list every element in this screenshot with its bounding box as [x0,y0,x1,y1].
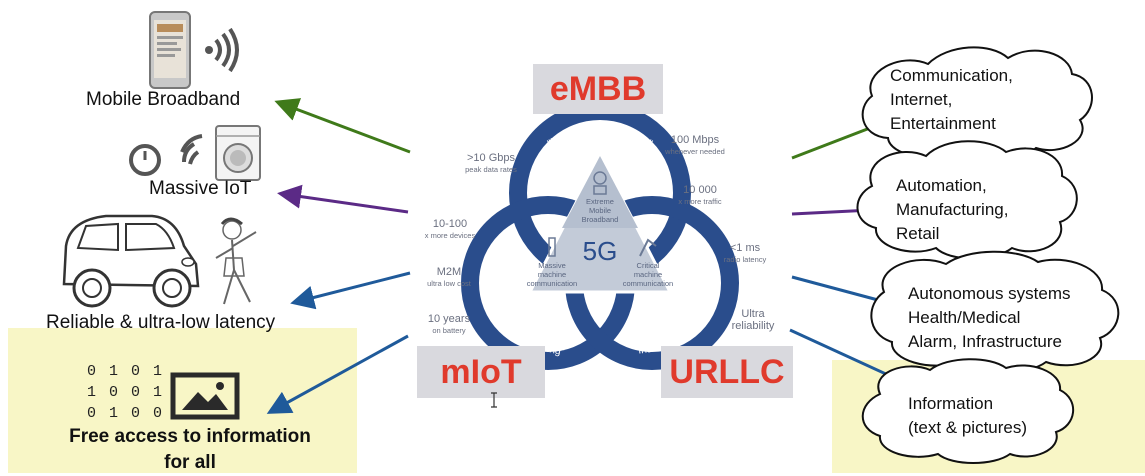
cloud-line: Alarm, Infrastructure [908,332,1062,351]
tag-embb: eMBB [533,64,663,114]
cloud-line: Communication, [890,66,1013,85]
node-top: Mobile [589,206,611,215]
massive-iot-label: Massive IoT [149,178,252,199]
car-icon [62,214,200,308]
cloud-4 [861,358,1075,464]
cloud-line: Autonomous systems [908,284,1071,303]
image-icon [170,372,240,420]
node-left: machine [538,270,566,279]
cloud-line: Manufacturing, [896,200,1009,219]
cloud-line: Retail [896,224,940,243]
reliable-latency-label: Reliable & ultra-low latency [46,312,276,333]
wifi-signal-icon [205,28,239,72]
label-5g: 5G [583,236,618,266]
free-access-line: for all [164,452,216,473]
gauge-icon [129,144,161,176]
tag-urllc: URLLC [661,346,793,398]
cloud-1-text: Communication, Internet, Entertainment [890,64,1013,136]
cloud-3-text: Autonomous systems Health/Medical Alarm,… [908,282,1071,354]
cloud-line: Automation, [896,176,987,195]
binary-line: 0 1 0 1 [87,363,165,380]
cloud-3 [870,250,1120,374]
cloud-line: Entertainment [890,114,996,133]
cloud-2-text: Automation, Manufacturing, Retail [896,174,1008,246]
phone-icon [149,11,191,89]
cloud-line: Health/Medical [908,308,1021,327]
wifi-signal-icon [180,134,203,165]
washing-machine-icon [215,125,261,181]
arrow-info [266,334,409,414]
mobile-broadband-label: Mobile Broadband [86,89,241,110]
arrow-massive-iot [277,184,409,214]
left-highlight-panel [8,328,357,473]
binary-line: 0 1 0 0 [87,405,165,422]
binary-line: 1 0 0 1 [87,384,165,401]
cloud-line: (text & pictures) [908,418,1028,437]
free-access-text: Free access to information for all [40,424,340,476]
node-left: communication [527,279,577,288]
node-right: machine [634,270,662,279]
person-icon [215,217,257,305]
cloud-line: Internet, [890,90,953,109]
node-left: Massive [538,261,566,270]
cursor-icon [491,392,497,408]
cloud-4-text: Information (text & pictures) [908,392,1027,440]
node-top: Extreme [586,197,614,206]
line-cloud3 [791,275,879,302]
cloud-2 [856,140,1078,260]
node-top: Broadband [582,215,619,224]
free-access-line: Free access to information [69,426,311,447]
cloud-line: Information [908,394,994,413]
node-right: communication [623,279,673,288]
arrow-embb [274,98,411,154]
node-right: Critical [637,261,660,270]
arrow-reliable [290,271,411,310]
line-cloud1 [791,126,871,160]
tag-miot: mIoT [417,346,545,398]
